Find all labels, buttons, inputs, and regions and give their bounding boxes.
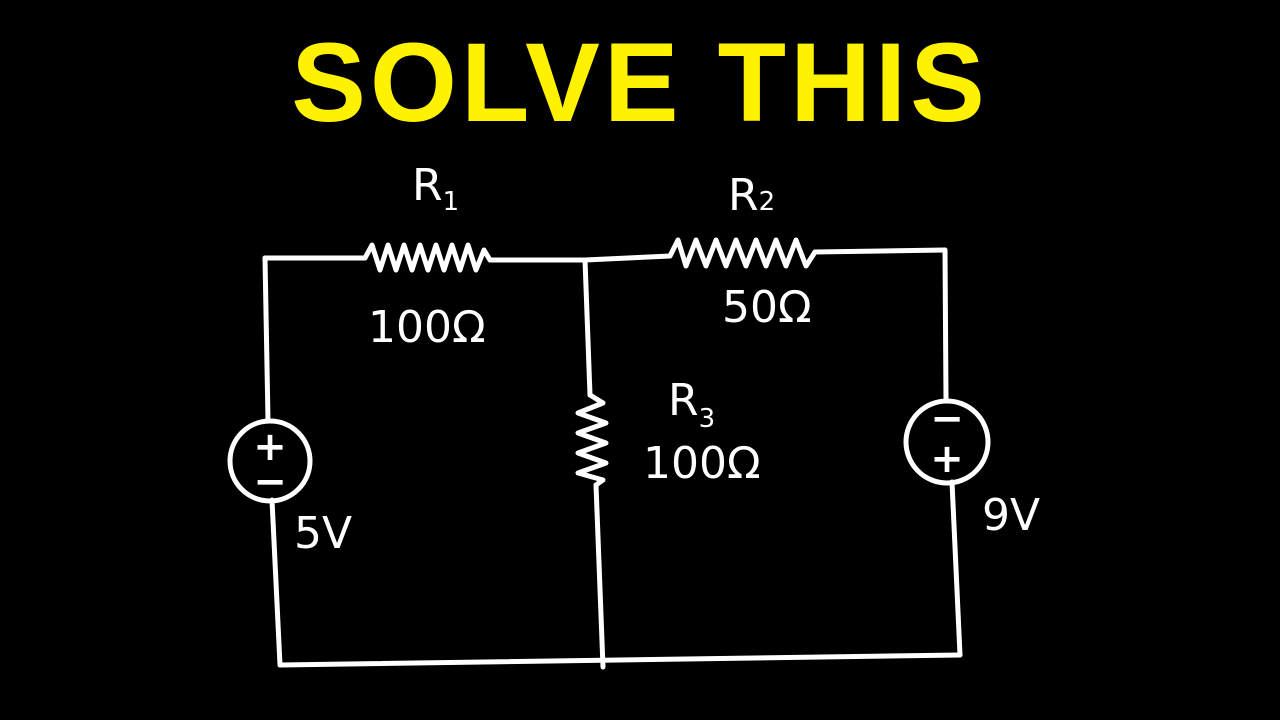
- r3-value: 100Ω: [643, 438, 761, 489]
- resistor-r1: [362, 242, 493, 273]
- r3-label: R3: [668, 375, 715, 434]
- wire-top-right: [812, 247, 948, 255]
- r2-value: 50Ω: [722, 282, 812, 333]
- resistor-r3: [575, 392, 609, 488]
- voltage-source-5v: [227, 418, 313, 504]
- resistor-r2: [667, 237, 818, 269]
- wire-bottom: [277, 652, 963, 668]
- minus-sign: −: [253, 459, 287, 505]
- minus-sign: −: [930, 396, 964, 442]
- plus-sign: +: [253, 424, 287, 470]
- title: SOLVE THIS: [291, 20, 989, 145]
- r2-label: R2: [728, 170, 775, 221]
- plus-sign: +: [930, 436, 964, 482]
- v1-value: 5V: [294, 508, 352, 559]
- r1-value: 100Ω: [368, 302, 486, 353]
- wire-left: [262, 255, 283, 668]
- voltage-source-9v: [903, 398, 991, 486]
- wire-right: [942, 247, 963, 658]
- wire-top-middle: [487, 253, 673, 263]
- v2-value: 9V: [982, 490, 1040, 541]
- r1-label: R1: [412, 160, 459, 217]
- wire-middle: [582, 257, 606, 670]
